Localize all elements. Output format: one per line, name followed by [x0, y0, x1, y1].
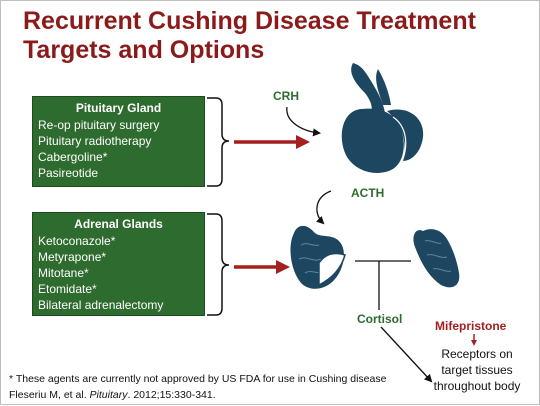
pituitary-gland-icon [341, 63, 424, 173]
acth-arrow [315, 190, 332, 225]
cortisol-label: Cortisol [357, 312, 403, 326]
list-item: Metyrapone* [38, 250, 107, 264]
acth-label: ACTH [351, 186, 385, 200]
pituitary-options-list: Re-op pituitary surgery Pituitary radiot… [33, 117, 204, 181]
pituitary-heading: Pituitary Gland [75, 101, 162, 115]
pituitary-gland-box: Pituitary Gland Re-op pituitary surgery … [32, 96, 205, 187]
list-item: Bilateral adrenalectomy [38, 298, 164, 312]
cortisol-to-receptor-arrow [380, 326, 433, 383]
list-item: Ketoconazole* [38, 234, 116, 248]
receptors-label: Receptors on target tissues throughout b… [433, 347, 521, 393]
adrenal-heading: Adrenal Glands [74, 217, 163, 231]
citation-authors: Fleseriu M, et al. [9, 389, 87, 401]
list-item: Pasireotide [38, 166, 99, 180]
crh-label: CRH [273, 89, 299, 103]
citation-details: 2012;15:330-341. [133, 389, 216, 401]
adrenal-glands-box: Adrenal Glands Ketoconazole* Metyrapone*… [32, 212, 205, 316]
list-item: Cabergoline* [38, 150, 108, 164]
list-item: Etomidate* [38, 282, 97, 296]
footnote: * These agents are currently not approve… [9, 373, 387, 385]
list-item: Mitotane* [38, 266, 89, 280]
citation-journal: Pituitary [89, 389, 128, 401]
slide-title: Recurrent Cushing Disease Treatment Targ… [23, 7, 476, 64]
list-item: Pituitary radiotherapy [38, 134, 152, 148]
adrenal-gland-left-icon [290, 225, 346, 289]
pituitary-bracket [207, 97, 230, 187]
adrenal-bracket [207, 213, 230, 316]
crh-arrow [286, 106, 321, 137]
adrenal-gland-right-icon [413, 229, 460, 288]
citation: Fleseriu M, et al. Pituitary. 2012;15:33… [9, 389, 216, 401]
list-item: Re-op pituitary surgery [38, 118, 160, 132]
mifepristone-label: Mifepristone [435, 319, 507, 333]
adrenal-options-list: Ketoconazole* Metyrapone* Mitotane* Etom… [33, 233, 204, 313]
